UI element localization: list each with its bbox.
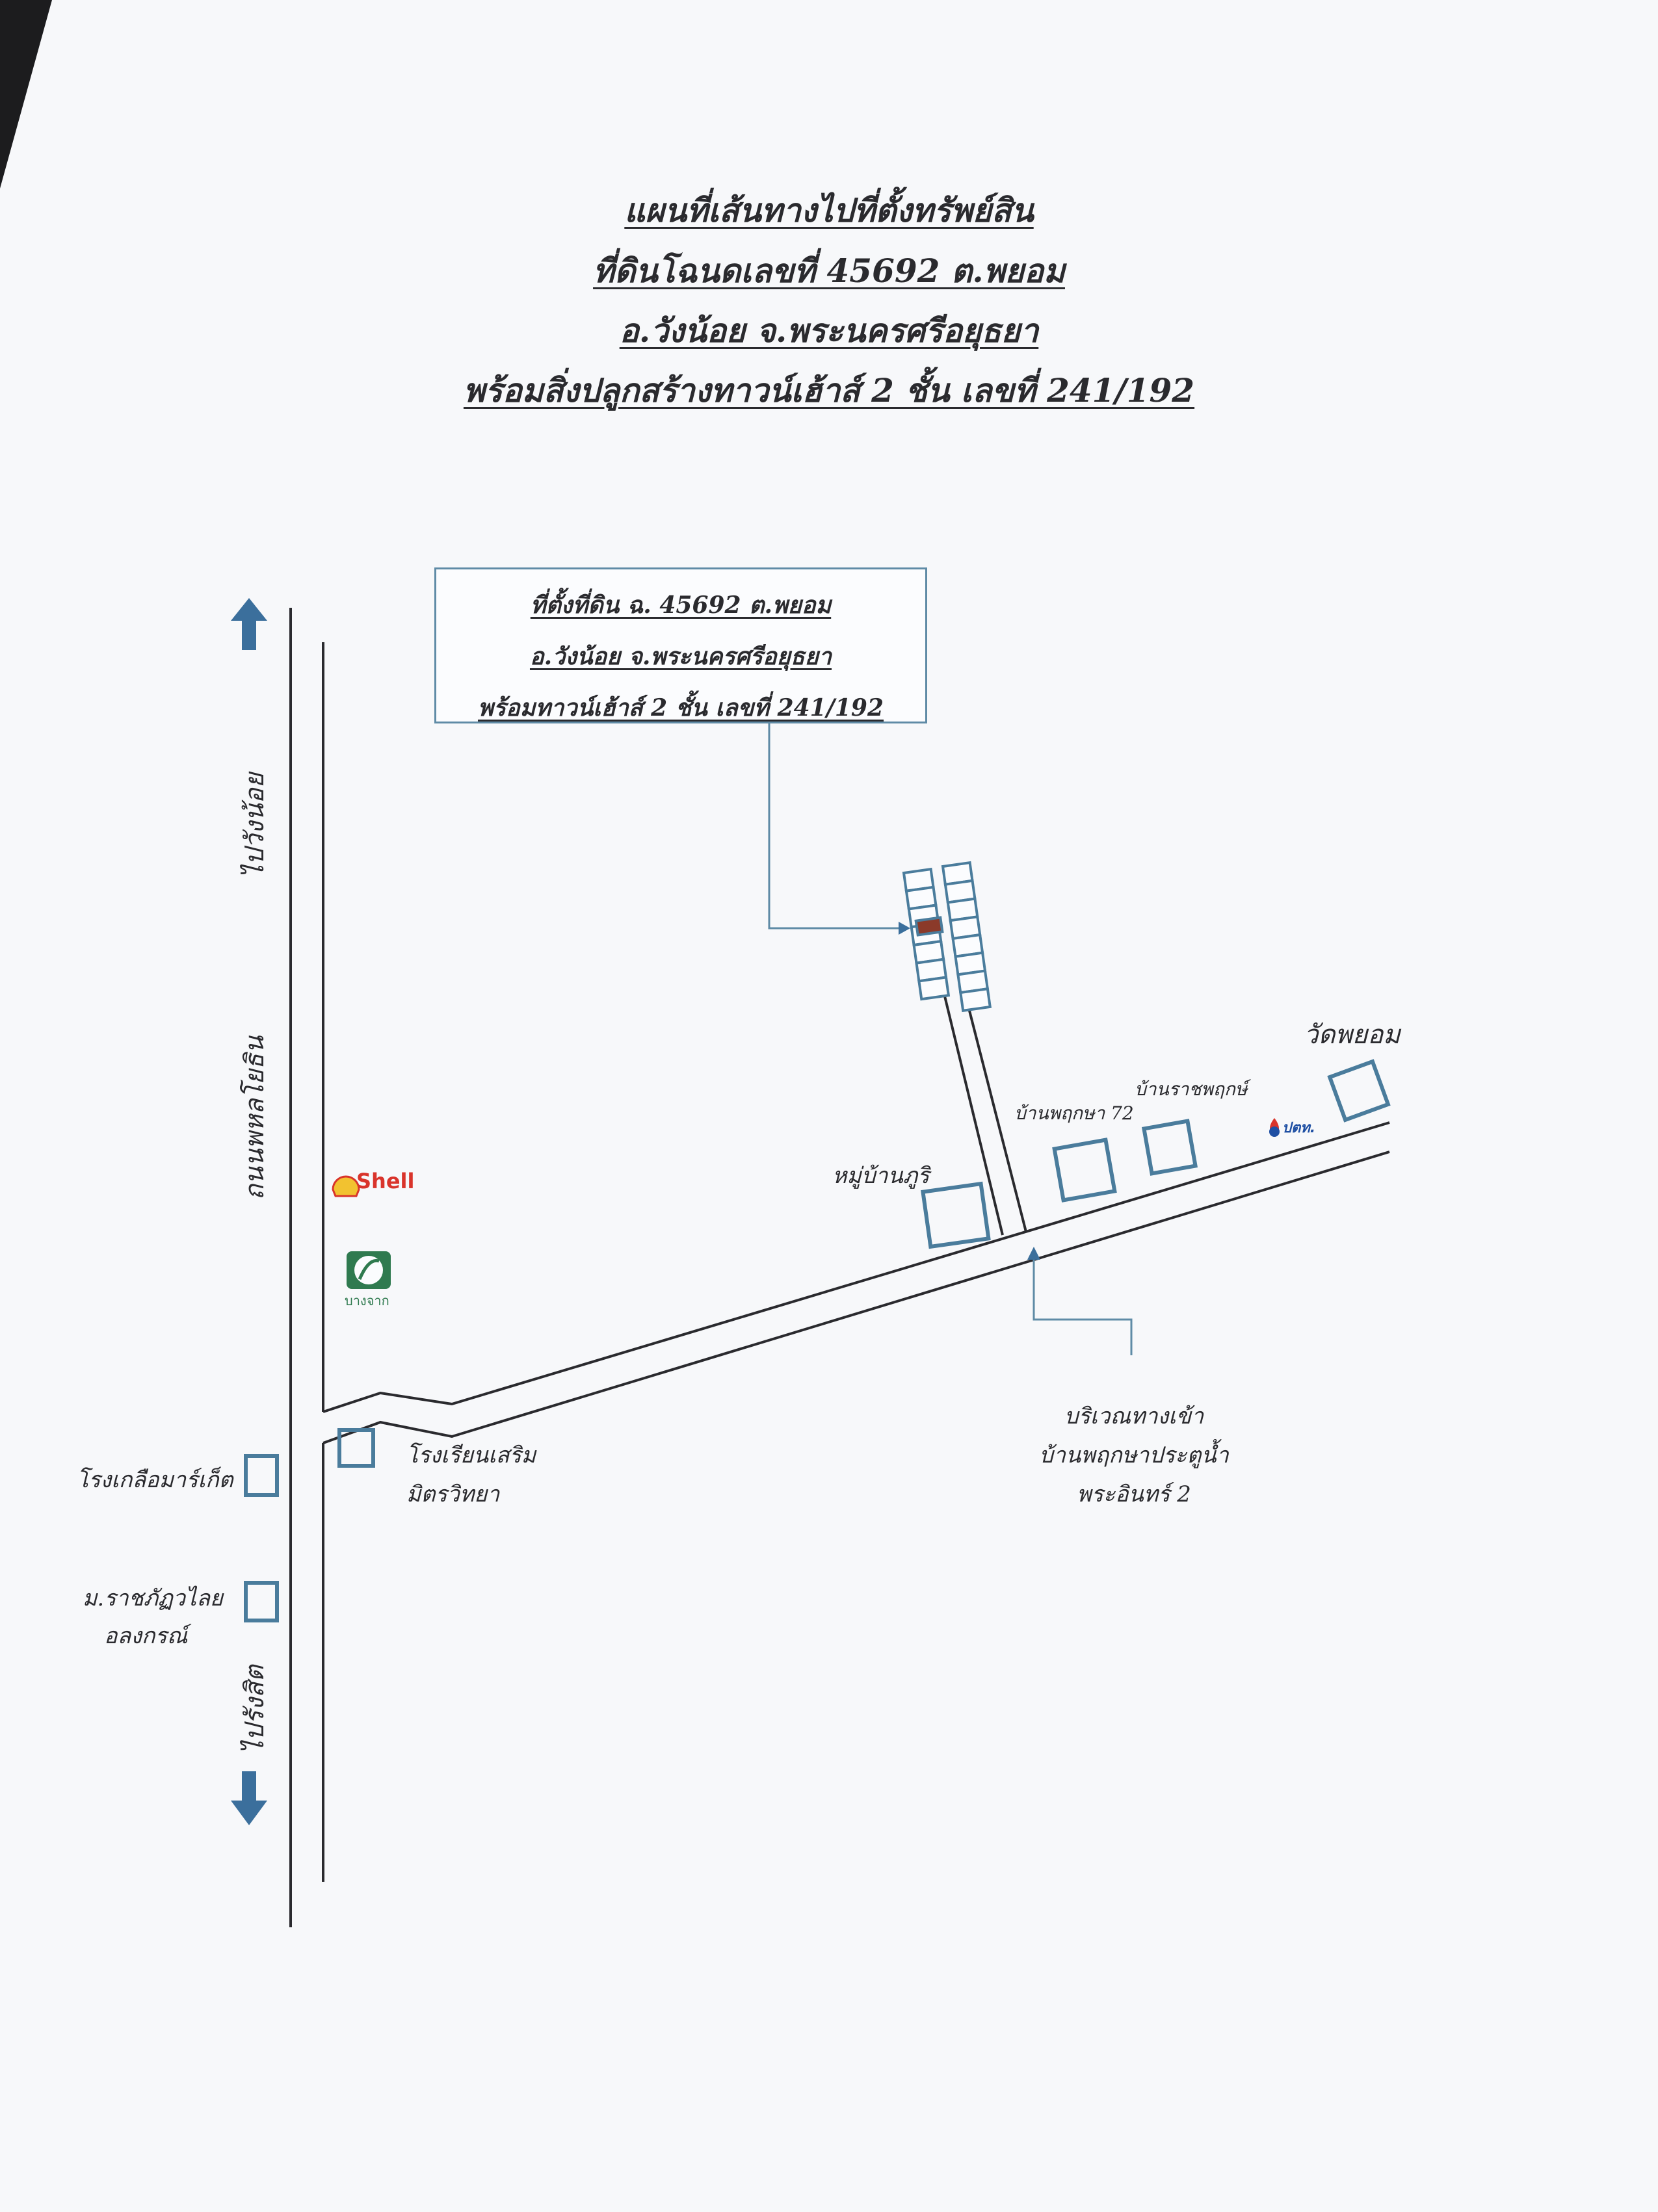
callout-line-2: อ.วังน้อย จ.พระนครศรีอยุธยา [529, 643, 832, 670]
callout-line-1: ที่ตั้งที่ดิน ฉ. 45692 ต.พยอม [530, 592, 832, 619]
temple-label: วัดพยอม [1304, 1020, 1402, 1050]
project-soi [940, 982, 1027, 1236]
side-road [322, 1121, 1390, 1444]
building-squares [244, 1059, 1391, 1622]
target-townhouse-lot [914, 916, 944, 937]
property-callout-box: ที่ตั้งที่ดิน ฉ. 45692 ต.พยอม อ.วังน้อย … [434, 567, 927, 723]
entrance-label-line2: บ้านพฤกษาประตูน้ำ [1039, 1438, 1229, 1468]
entrance-leader-arrowhead [1027, 1247, 1040, 1260]
arrow-north-icon [231, 598, 267, 650]
callout-leader-arrowhead [899, 922, 910, 935]
school-square [337, 1428, 375, 1468]
scan-corner-shadow [0, 0, 52, 189]
main-road-label: ถนนพหลโยธิน [239, 1035, 270, 1200]
to-rangsit-label: ไปรังสิต [240, 1664, 270, 1754]
to-wangnoi-label: ไปวังน้อย [240, 771, 270, 878]
entrance-leader [1033, 1258, 1133, 1355]
main-road [289, 608, 324, 1927]
temple-square [1327, 1059, 1391, 1123]
school-label-line2: มิตรวิทยา [406, 1481, 500, 1507]
arrow-south-icon [231, 1771, 267, 1825]
school-label-line1: โรงเรียนเสริม [406, 1442, 537, 1468]
village-ratchapruk-square [1141, 1119, 1198, 1176]
map-title-line-3: อ.วังน้อย จ.พระนครศรีอยุธยา [619, 311, 1039, 350]
map-title-line-2: ที่ดินโฉนดเลขที่ 45692 ต.พยอม [593, 252, 1065, 290]
ice-factory-label: โรงเกลือมาร์เก็ต [77, 1466, 235, 1493]
university-label-line2: อลงกรณ์ [104, 1623, 192, 1649]
callout-line-3: พร้อมทาวน์เฮ้าส์ 2 ชั้น เลขที่ 241/192 [477, 694, 884, 722]
callout-leader [768, 723, 902, 930]
village-phuri-square [921, 1181, 991, 1249]
village-pruksa72-label: บ้านพฤกษา 72 [1014, 1102, 1134, 1124]
ptt-logo-icon: ปตท. [1269, 1118, 1315, 1137]
bangchak-brand-text: บางจาก [345, 1293, 389, 1308]
entrance-label-line3: พระอินทร์ 2 [1077, 1481, 1191, 1507]
bangchak-logo-icon: บางจาก [345, 1251, 391, 1308]
map-title-line-1: แผนที่เส้นทางไปที่ตั้งทรัพย์สิน [624, 191, 1034, 229]
village-phuri-label: หมู่บ้านภูริ [832, 1163, 932, 1189]
map-title-line-4: พร้อมสิ่งปลูกสร้างทาวน์เฮ้าส์ 2 ชั้น เลข… [463, 371, 1195, 410]
townhouse-rows [902, 861, 992, 1013]
university-square [244, 1581, 279, 1622]
village-pruksa72-square [1052, 1138, 1117, 1203]
ptt-brand-text: ปตท. [1282, 1120, 1315, 1136]
entrance-label-line1: บริเวณทางเข้า [1064, 1403, 1204, 1429]
townhouse-row-right [941, 861, 992, 1013]
village-ratchapruk-label: บ้านราชพฤกษ์ [1135, 1078, 1252, 1100]
university-label-line1: ม.ราชภัฏวไลย [83, 1585, 224, 1611]
shell-brand-text: Shell [356, 1169, 414, 1193]
shell-logo-icon: Shell [332, 1169, 414, 1197]
ice-factory-square [244, 1454, 279, 1497]
